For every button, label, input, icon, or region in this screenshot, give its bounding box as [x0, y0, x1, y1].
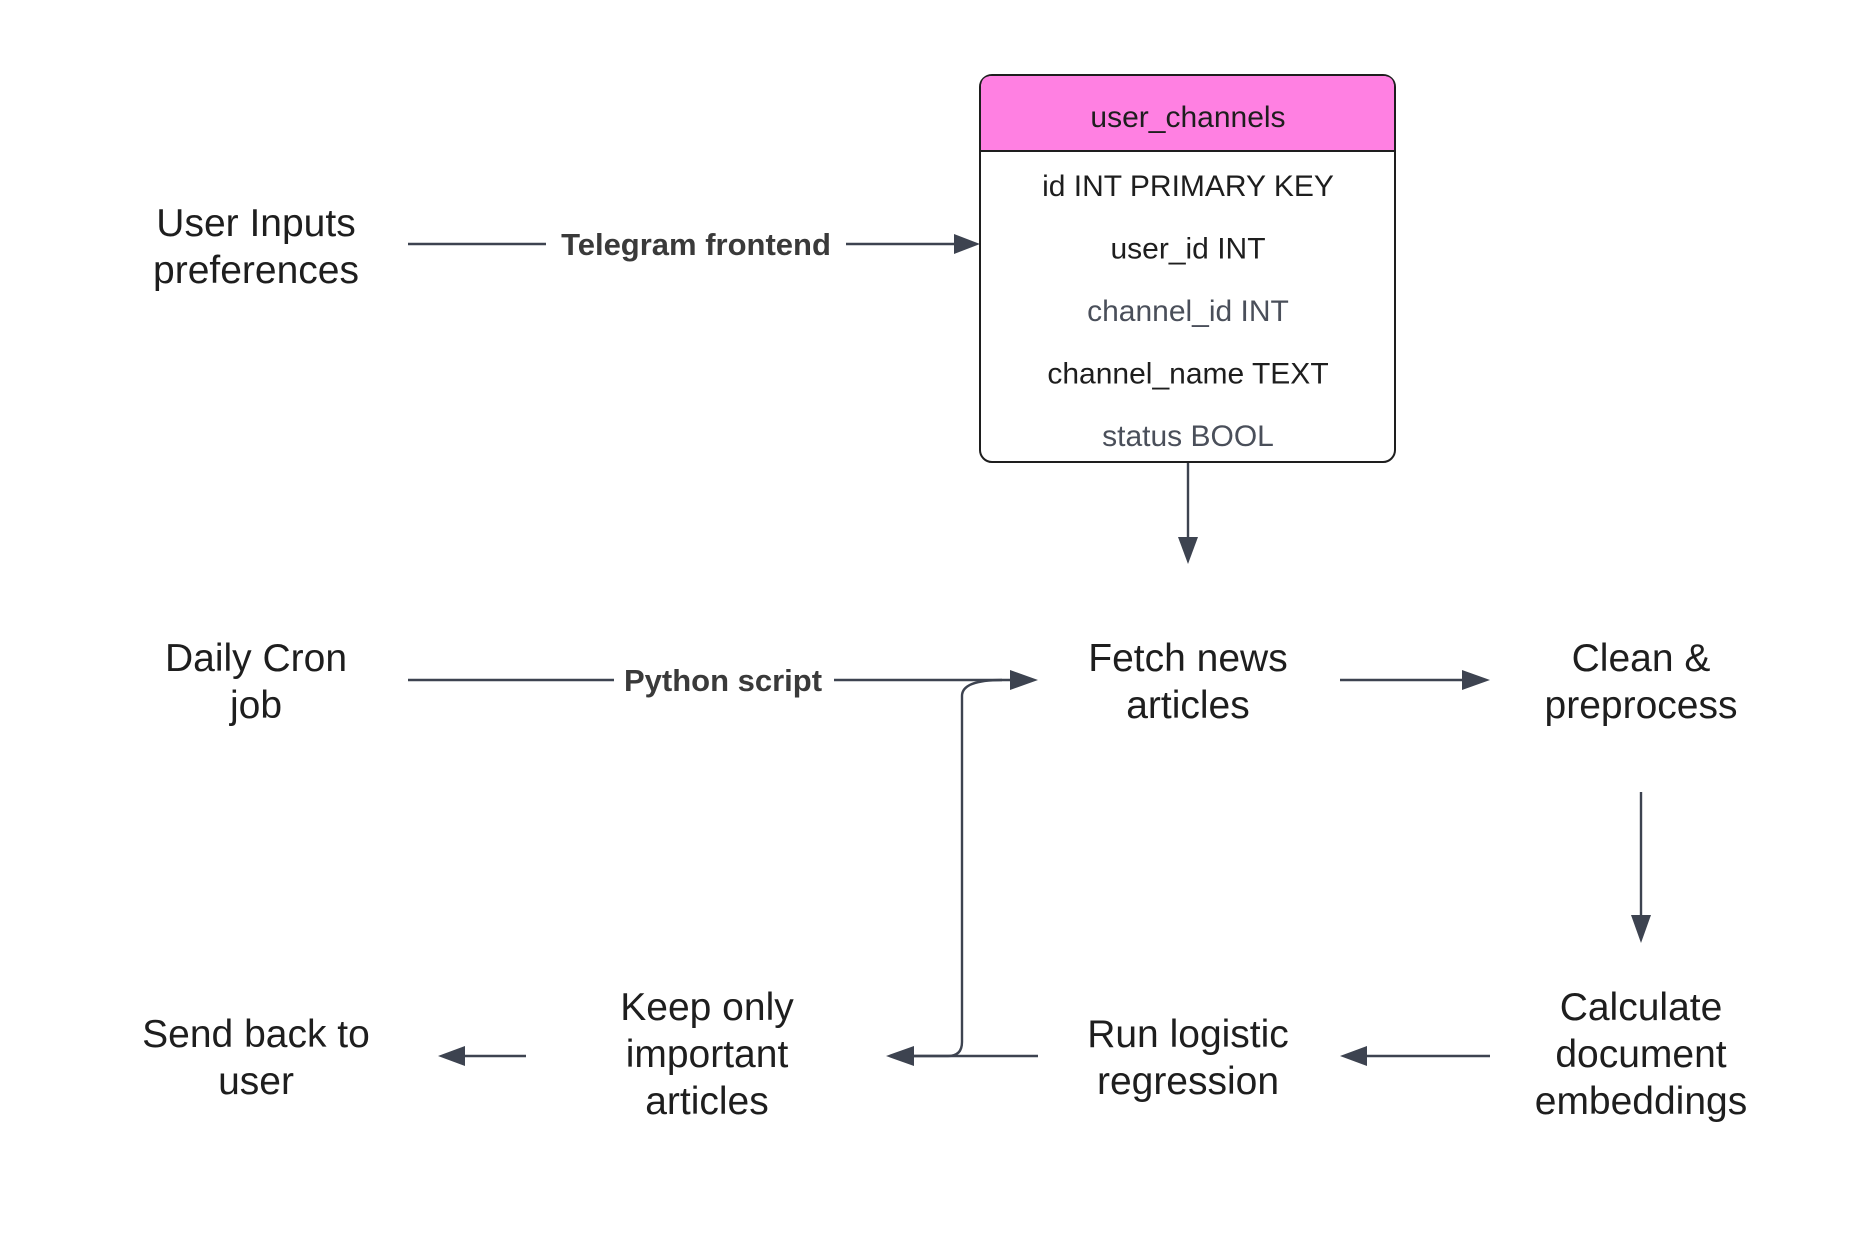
- arrowhead-clean-in: [1462, 670, 1490, 690]
- edge-label-telegram-frontend: Telegram frontend: [561, 227, 831, 262]
- edge-python-branch-connector: [914, 678, 1003, 1058]
- node-line: preprocess: [1545, 684, 1738, 727]
- arrowhead-fetch-in: [1178, 537, 1198, 564]
- table-row: channel_name TEXT: [1047, 358, 1328, 391]
- node-line: Fetch news: [1088, 637, 1287, 680]
- node-line: Send back to: [142, 1013, 370, 1056]
- node-clean-preprocess: Clean &preprocess: [1545, 637, 1738, 727]
- node-line: preferences: [153, 249, 359, 292]
- node-line: important: [626, 1033, 789, 1076]
- node-line: regression: [1097, 1060, 1279, 1103]
- table-border: [979, 74, 1396, 463]
- edges: [408, 234, 1651, 1066]
- arrowhead-send-in: [438, 1046, 465, 1066]
- arrowhead-logistic-in: [1340, 1046, 1367, 1066]
- node-line: User Inputs: [156, 202, 355, 245]
- arrowhead-embeddings-in: [1631, 915, 1651, 943]
- table-user-channels: user_channels id INT PRIMARY KEY user_id …: [979, 74, 1396, 463]
- table-row: user_id INT: [1110, 233, 1265, 266]
- node-line: Clean &: [1572, 637, 1711, 680]
- node-line: articles: [645, 1080, 769, 1123]
- node-line: Keep only: [620, 986, 794, 1029]
- node-line: Run logistic: [1087, 1013, 1289, 1056]
- table-row: id INT PRIMARY KEY: [1042, 170, 1334, 203]
- node-line: articles: [1126, 684, 1250, 727]
- arrowhead-fetch-left-in: [1010, 670, 1038, 690]
- table-header-fill: [981, 76, 1394, 151]
- table-row: status BOOL: [1102, 420, 1274, 453]
- node-line: user: [218, 1060, 294, 1103]
- table-title: user_channels: [1090, 101, 1285, 134]
- node-line: Calculate: [1560, 986, 1723, 1029]
- node-line: job: [229, 684, 282, 727]
- table-rows: id INT PRIMARY KEY user_id INT channel_id …: [1042, 170, 1334, 453]
- node-line: Daily Cron: [165, 637, 347, 680]
- edge-label-python-script: Python script: [624, 663, 822, 698]
- table-row: channel_id INT: [1087, 295, 1289, 328]
- node-line: embeddings: [1535, 1080, 1747, 1123]
- node-line: document: [1555, 1033, 1726, 1076]
- arrowhead-keep-in: [886, 1046, 914, 1066]
- arrowhead-table-in: [954, 234, 980, 254]
